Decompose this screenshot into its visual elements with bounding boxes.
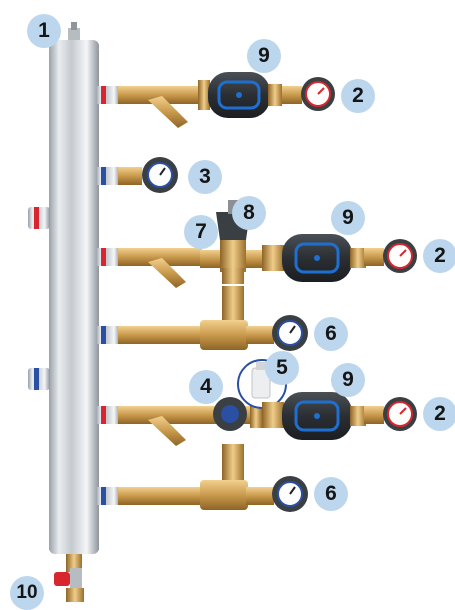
callout-8: 8: [232, 196, 266, 230]
callout-9-mid: 9: [331, 201, 365, 235]
strainer-icon: [118, 406, 202, 446]
thermometer-icon: [364, 397, 417, 431]
pressure-gauge-icon: [272, 315, 308, 351]
circulation-pump-icon: [262, 392, 366, 440]
callout-2-bot: 2: [423, 397, 455, 431]
callout-2-mid: 2: [423, 239, 455, 273]
drain-valve-icon: [54, 572, 70, 586]
circulation-pump-icon: [262, 234, 366, 282]
return-pipe: [118, 444, 274, 510]
circulation-pump-icon: [198, 72, 282, 118]
callout-5: 5: [265, 351, 299, 385]
callout-9-top: 9: [247, 39, 281, 73]
callout-10: 10: [10, 576, 44, 610]
thermometer-icon: [364, 239, 417, 273]
hydraulic-separator-icon: [28, 22, 99, 602]
callout-1: 1: [27, 14, 61, 48]
callout-2-top: 2: [341, 79, 375, 113]
callout-6-bot: 6: [314, 477, 348, 511]
callout-7: 7: [184, 215, 218, 249]
callout-4: 4: [189, 370, 223, 404]
return-pipe: [118, 286, 274, 350]
pressure-gauge-icon: [118, 157, 178, 193]
pressure-gauge-icon: [272, 476, 308, 512]
thermometer-icon: [282, 77, 335, 111]
strainer-icon: [118, 248, 202, 288]
outlet-ports: [96, 86, 120, 505]
callout-9-bot: 9: [331, 363, 365, 397]
callout-3: 3: [188, 160, 222, 194]
strainer-icon: [118, 86, 202, 128]
callout-6-mid: 6: [314, 317, 348, 351]
